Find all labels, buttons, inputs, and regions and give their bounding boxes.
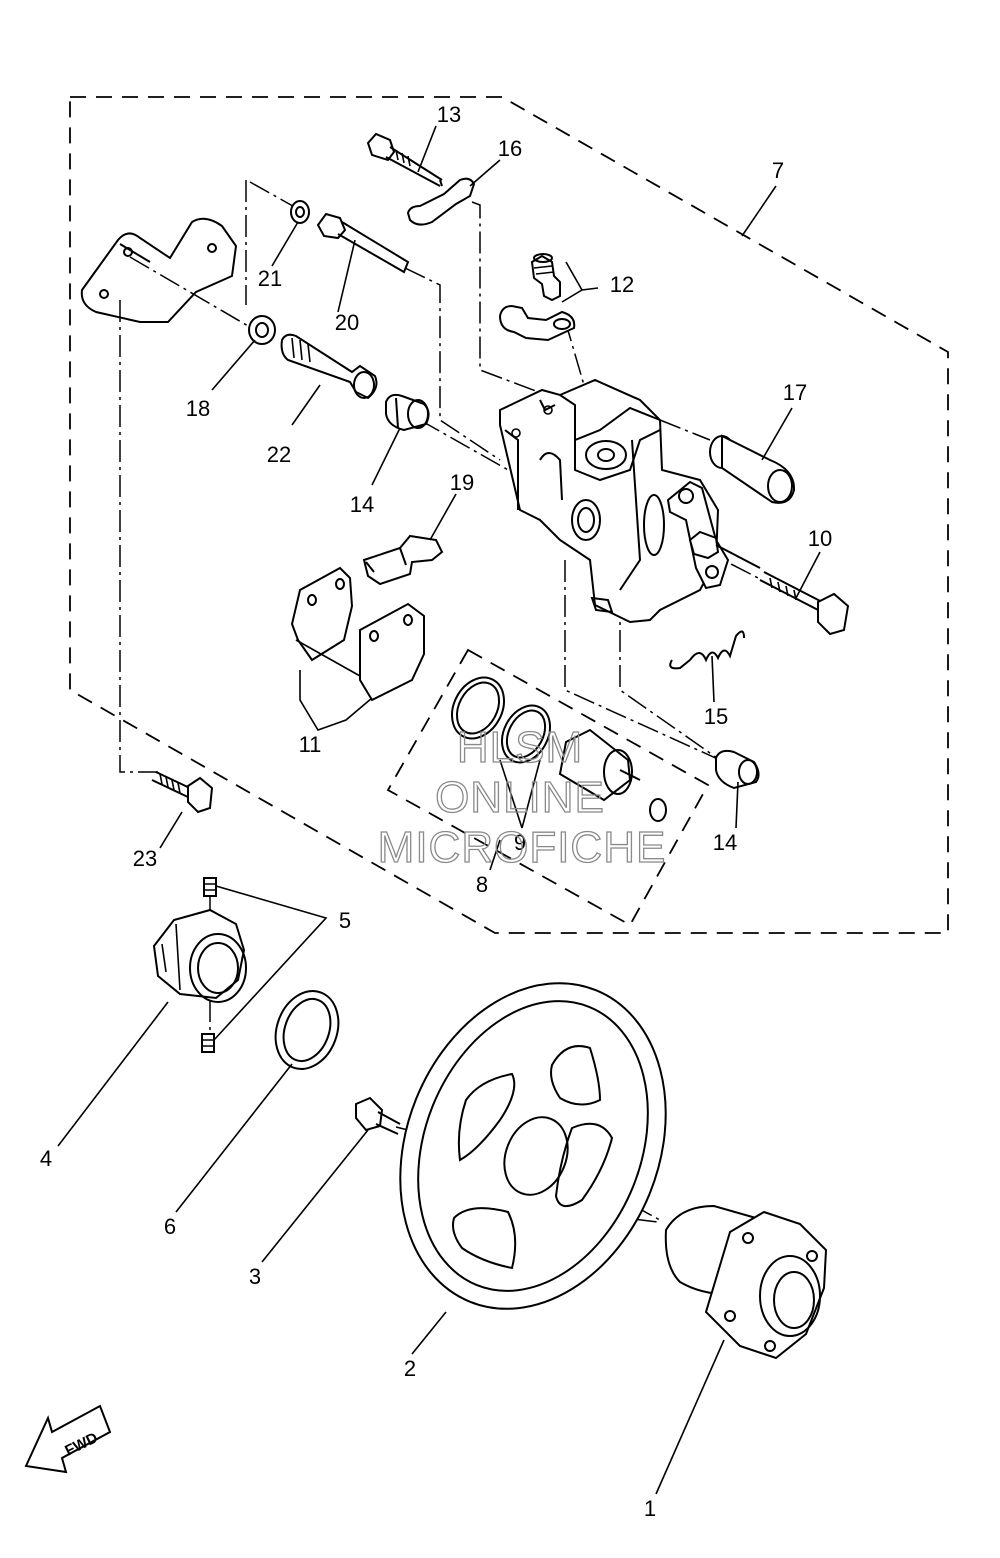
callout-11: 11 [299, 732, 322, 757]
spring-15 [669, 630, 745, 670]
bleeder-12 [498, 253, 576, 342]
callout-6: 6 [164, 1214, 176, 1239]
callout-18: 18 [186, 396, 210, 421]
callout-3: 3 [249, 1264, 261, 1289]
watermark-line-1: HLSM [457, 723, 583, 772]
callout-19: 19 [450, 470, 474, 495]
callout-leaders [57, 125, 821, 1495]
pad-spring-19 [362, 534, 444, 586]
bolt-3 [355, 1096, 401, 1135]
watermark: HLSM ONLINE MICROFICHE [377, 722, 667, 872]
pin-20 [316, 212, 410, 274]
sleeve-22 [280, 333, 378, 400]
hub-1 [664, 1204, 828, 1360]
bolt-13 [366, 132, 443, 187]
callout-20: 20 [335, 310, 359, 335]
washer-18 [248, 315, 276, 345]
bolt-10 [759, 571, 850, 636]
boot-14-upper [385, 393, 430, 432]
piston-seal-kit [451, 676, 667, 822]
callout-10: 10 [808, 526, 832, 551]
callout-15: 15 [704, 704, 728, 729]
callout-12: 12 [610, 272, 634, 297]
callout-1: 1 [644, 1496, 656, 1521]
set-screws-5 [201, 877, 217, 1053]
callout-8: 8 [476, 872, 488, 897]
caliper-bracket [80, 217, 238, 323]
callout-16: 16 [498, 136, 522, 161]
pin-17 [709, 434, 796, 504]
callout-17: 17 [783, 380, 807, 405]
callout-7: 7 [772, 158, 784, 183]
callout-labels: 1 2 3 4 5 6 7 8 9 10 11 12 13 14 14 15 1… [40, 102, 832, 1521]
watermark-line-3: MICROFICHE [378, 823, 667, 872]
caliper-assembly-outline [69, 96, 949, 934]
seal-6 [274, 990, 340, 1070]
callout-14-upper: 14 [350, 492, 374, 517]
callout-23: 23 [133, 846, 157, 871]
fwd-arrow-icon: FWD [24, 1404, 112, 1474]
caliper-body [499, 378, 761, 624]
callout-5: 5 [339, 908, 351, 933]
watermark-line-2: ONLINE [435, 773, 605, 822]
callout-13: 13 [437, 102, 461, 127]
washer-21 [290, 200, 310, 224]
boot-14-lower [715, 749, 760, 790]
callout-9: 9 [514, 830, 526, 855]
brake-pads-11 [290, 566, 425, 702]
collar-4 [152, 908, 247, 1003]
callout-4: 4 [40, 1146, 52, 1171]
lock-plate-16 [406, 177, 476, 226]
bolt-23 [151, 771, 214, 814]
callout-14-lower: 14 [713, 830, 737, 855]
brake-disc-2 [399, 982, 667, 1310]
piston-kit-outline [386, 648, 710, 927]
callout-21: 21 [258, 266, 282, 291]
callout-22: 22 [267, 442, 291, 467]
callout-2: 2 [404, 1356, 416, 1381]
